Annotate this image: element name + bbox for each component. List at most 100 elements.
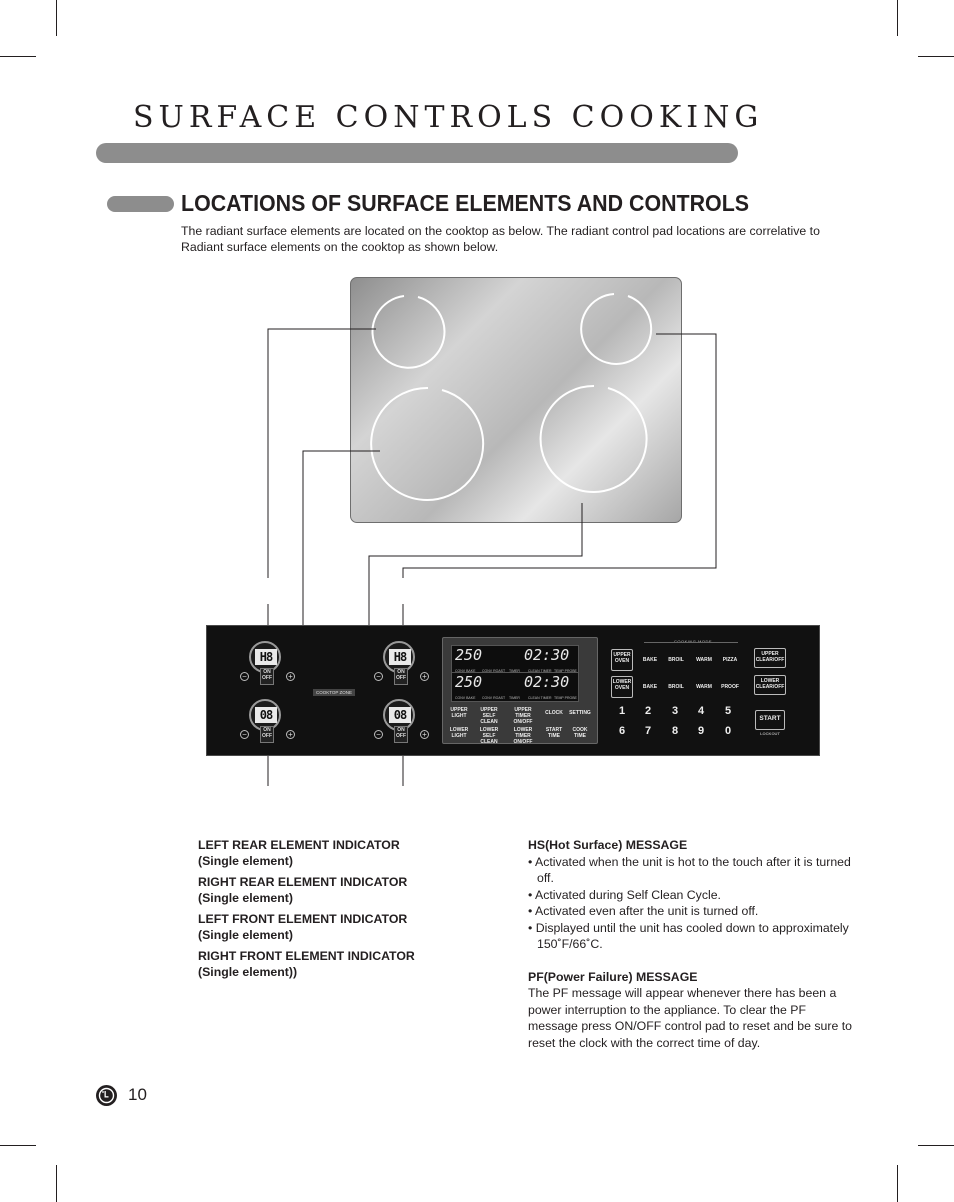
indicator-title: LEFT REAR ELEMENT INDICATOR: [198, 838, 400, 852]
right-front-element: [539, 384, 648, 493]
title-bar: [96, 143, 738, 163]
upper-light-button[interactable]: UPPER LIGHT: [450, 707, 468, 719]
lcd-label: TEMP PROBE: [554, 696, 577, 700]
hs-bullet: • Activated even after the unit is turne…: [528, 904, 759, 918]
start-time-button[interactable]: START TIME: [545, 727, 563, 739]
upper-clear-off-button[interactable]: UPPER CLEAR/OFF: [754, 648, 786, 668]
indicator-title: LEFT FRONT ELEMENT INDICATOR: [198, 912, 408, 926]
lower-broil-button[interactable]: BROIL: [668, 684, 684, 690]
lower-self-clean-button[interactable]: LOWER SELF CLEAN: [479, 727, 499, 745]
minus-button[interactable]: −: [240, 730, 249, 739]
onoff-button[interactable]: ON OFF: [394, 726, 408, 743]
clock-button[interactable]: CLOCK: [545, 710, 563, 716]
indicator-item: RIGHT REAR ELEMENT INDICATOR (Single ele…: [198, 874, 498, 906]
digit-1-button[interactable]: 1: [619, 705, 626, 717]
lcd-label: TIMER: [509, 669, 520, 673]
lcd-label: TIMER: [509, 696, 520, 700]
lower-warm-button[interactable]: WARM: [696, 684, 712, 690]
hs-title: HS(Hot Surface) MESSAGE: [528, 838, 688, 852]
lcd-temp: 250: [455, 646, 483, 664]
upper-broil-button[interactable]: BROIL: [668, 657, 684, 663]
setting-button[interactable]: SETTING: [569, 710, 591, 716]
lower-proof-button[interactable]: PROOF: [721, 684, 739, 690]
upper-oven-readout: 250 02:30 CONV BAKE CONV ROAST TIMER CLE…: [451, 645, 579, 675]
lower-oven-button[interactable]: LOWER OVEN: [611, 676, 633, 698]
lcd-label: CONV BAKE: [455, 696, 476, 700]
lower-oven-readout: 250 02:30 CONV BAKE CONV ROAST TIMER CLE…: [451, 672, 579, 702]
digit-8-button[interactable]: 8: [672, 725, 679, 737]
lower-light-button[interactable]: LOWER LIGHT: [449, 727, 469, 739]
indicator-note: (Single element): [198, 854, 293, 868]
hs-bullet: • Displayed until the unit has cooled do…: [528, 920, 849, 952]
lower-timer-button[interactable]: LOWER TIMER ON/OFF: [513, 727, 533, 745]
lcd-label: TEMP PROBE: [554, 669, 577, 673]
minus-button[interactable]: −: [240, 672, 249, 681]
lcd-label: CLEAN TIMER: [528, 669, 552, 673]
cooking-mode-label: COOKING MODE: [674, 639, 712, 644]
upper-warm-button[interactable]: WARM: [696, 657, 712, 663]
zone-readout: H8: [389, 649, 411, 665]
lg-logo: LG: [96, 1085, 117, 1106]
indicator-note: (Single element): [198, 891, 293, 905]
burner-rings: [267, 293, 717, 786]
crop-mark: [918, 1145, 954, 1146]
lower-clear-off-button[interactable]: LOWER CLEAR/OFF: [754, 675, 786, 695]
digit-3-button[interactable]: 3: [672, 705, 679, 717]
digit-6-button[interactable]: 6: [619, 725, 626, 737]
lcd-time: 02:30: [524, 646, 570, 664]
indicator-item: LEFT REAR ELEMENT INDICATOR (Single elem…: [198, 837, 498, 869]
minus-button[interactable]: −: [374, 672, 383, 681]
plus-button[interactable]: +: [286, 730, 295, 739]
lcd-label: CONV BAKE: [455, 669, 476, 673]
plus-button[interactable]: +: [420, 672, 429, 681]
zone-readout: H8: [255, 649, 277, 665]
crop-mark: [897, 0, 898, 36]
onoff-button[interactable]: ON OFF: [260, 668, 274, 685]
lower-bake-button[interactable]: BAKE: [642, 684, 658, 690]
crop-mark: [918, 56, 954, 57]
messages-info: HS(Hot Surface) MESSAGE • Activated when…: [528, 837, 854, 1051]
indicator-item: LEFT FRONT ELEMENT INDICATOR (Single ele…: [198, 911, 498, 943]
lcd-label: CONV ROAST: [482, 696, 506, 700]
plus-button[interactable]: +: [420, 730, 429, 739]
mode-divider: [644, 642, 738, 643]
upper-self-clean-button[interactable]: UPPER SELF CLEAN: [480, 707, 498, 725]
hs-bullet: • Activated when the unit is hot to the …: [528, 854, 851, 886]
upper-bake-button[interactable]: BAKE: [642, 657, 658, 663]
onoff-button[interactable]: ON OFF: [260, 726, 274, 743]
digit-2-button[interactable]: 2: [645, 705, 652, 717]
leader-left-rear: [267, 328, 376, 578]
zone-readout: 08: [255, 707, 277, 723]
crop-mark: [0, 1145, 36, 1146]
upper-pizza-button[interactable]: PIZZA: [722, 657, 738, 663]
indicator-note: (Single element): [198, 928, 293, 942]
right-rear-element: [580, 293, 653, 365]
pf-title: PF(Power Failure) MESSAGE: [528, 969, 698, 984]
upper-oven-button[interactable]: UPPER OVEN: [611, 649, 633, 671]
cook-time-button[interactable]: COOK TIME: [572, 727, 588, 739]
onoff-button[interactable]: ON OFF: [394, 668, 408, 685]
indicator-title: RIGHT REAR ELEMENT INDICATOR: [198, 875, 408, 889]
cooktop-zone-label: COOKTOP ZONE: [313, 689, 355, 696]
digit-4-button[interactable]: 4: [698, 705, 705, 717]
lg-logo-icon: [98, 1087, 115, 1104]
digit-0-button[interactable]: 0: [725, 725, 732, 737]
crop-mark: [897, 1165, 898, 1202]
digit-7-button[interactable]: 7: [645, 725, 652, 737]
crop-mark: [56, 1165, 57, 1202]
lockout-label: LOCKOUT: [760, 731, 780, 736]
hs-bullet: • Activated during Self Clean Cycle.: [528, 887, 721, 902]
plus-button[interactable]: +: [286, 672, 295, 681]
start-button[interactable]: START: [755, 710, 785, 730]
pf-text: The PF message will appear whenever ther…: [528, 986, 852, 1050]
digit-9-button[interactable]: 9: [698, 725, 705, 737]
subsection-title: LOCATIONS OF SURFACE ELEMENTS AND CONTRO…: [181, 190, 750, 216]
right-front-zone-display: 08: [383, 699, 415, 731]
cooktop-illustration: [350, 277, 682, 523]
intro-text: The radiant surface elements are located…: [181, 224, 820, 254]
lcd-temp: 250: [455, 673, 483, 691]
digit-5-button[interactable]: 5: [725, 705, 732, 717]
page-number: 10: [128, 1085, 147, 1104]
upper-timer-button[interactable]: UPPER TIMER ON/OFF: [513, 707, 533, 725]
minus-button[interactable]: −: [374, 730, 383, 739]
